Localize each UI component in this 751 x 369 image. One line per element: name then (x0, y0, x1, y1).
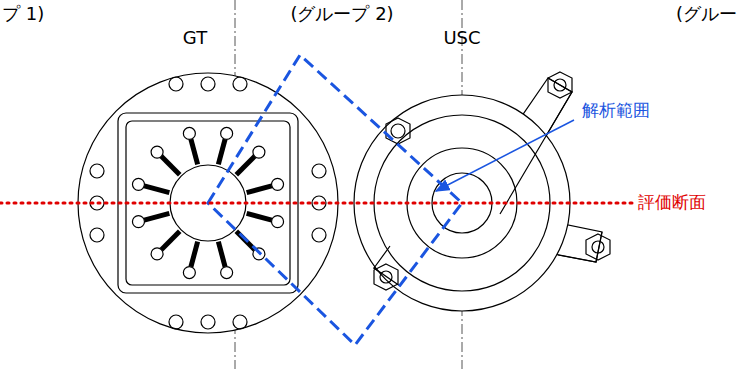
leader-line (436, 120, 574, 191)
group-label: (グループ 2) (290, 4, 393, 24)
part-name: GT (183, 28, 207, 48)
part-name: USC (443, 28, 480, 48)
section-line (0, 202, 632, 205)
usc-figure (354, 72, 610, 311)
section-label: 評価断面 (638, 193, 706, 212)
analysis-region (208, 55, 462, 345)
group-label: (グルー (676, 4, 737, 24)
region-label: 解析範囲 (582, 101, 650, 120)
group-label: プ 1) (2, 4, 44, 24)
